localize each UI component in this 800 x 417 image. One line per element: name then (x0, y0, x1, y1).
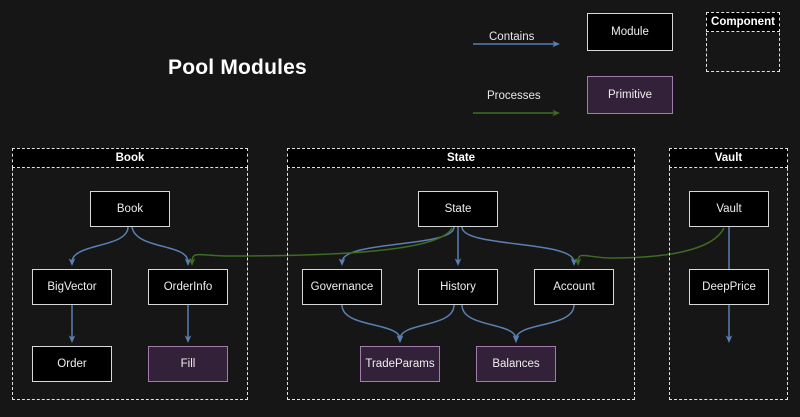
legend-module-box: Module (587, 13, 673, 51)
node-balances[interactable]: Balances (476, 346, 556, 382)
node-book[interactable]: Book (90, 191, 170, 227)
legend-contains-label: Contains (489, 31, 535, 43)
node-governance[interactable]: Governance (302, 269, 382, 305)
node-orderinfo[interactable]: OrderInfo (148, 269, 228, 305)
node-vault[interactable]: Vault (689, 191, 769, 227)
page-title: Pool Modules (168, 56, 307, 79)
node-deepprice[interactable]: DeepPrice (689, 269, 769, 305)
legend-component-header: Component (706, 12, 780, 32)
container-header-state: State (287, 148, 635, 168)
legend-processes-label: Processes (487, 90, 541, 102)
node-history[interactable]: History (418, 269, 498, 305)
container-header-book: Book (12, 148, 248, 168)
node-account[interactable]: Account (534, 269, 614, 305)
node-bigvector[interactable]: BigVector (32, 269, 112, 305)
node-order[interactable]: Order (32, 346, 112, 382)
legend-primitive-box: Primitive (587, 76, 673, 114)
node-fill[interactable]: Fill (148, 346, 228, 382)
node-tradeparams[interactable]: TradeParams (360, 346, 440, 382)
node-state[interactable]: State (418, 191, 498, 227)
container-header-vault: Vault (669, 148, 788, 168)
